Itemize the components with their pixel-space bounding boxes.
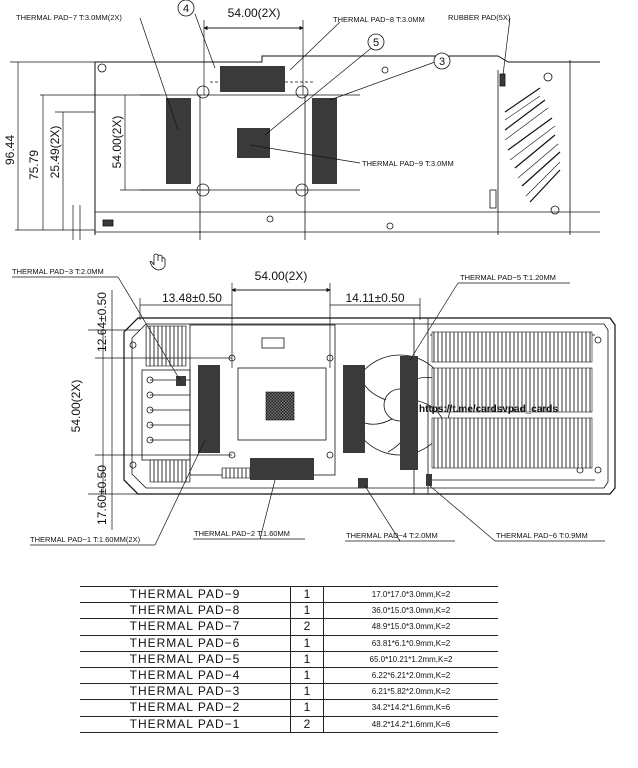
- pad-name-cell: THERMAL PAD−3: [80, 683, 291, 701]
- dim-side-height: 54.00(2X): [69, 380, 83, 433]
- dim-right-offset: 14.11±0.50: [345, 291, 404, 305]
- label-pad5: THERMAL PAD−5 T:1.20MM: [460, 273, 556, 282]
- pad5: [400, 356, 418, 470]
- pad-name-cell: THERMAL PAD−1: [80, 716, 291, 733]
- pad3: [176, 376, 186, 386]
- spec-cell: 48.9*15.0*3.0mm,K=2: [323, 618, 498, 636]
- spec-cell: 34.2*14.2*1.6mm,K=6: [323, 699, 498, 717]
- pad1-right: [343, 365, 365, 453]
- pad-name-cell: THERMAL PAD−4: [80, 667, 291, 685]
- label-pad4: THERMAL PAD−4 T:2.0MM: [346, 531, 438, 540]
- callout-3: 3: [439, 56, 445, 68]
- gpu-die: [265, 391, 295, 421]
- dim-top-gap: 12.64±0.50: [95, 292, 109, 352]
- bottom-fins-top: [431, 331, 593, 363]
- label-pad2: THERMAL PAD−2 T:1.60MM: [194, 529, 290, 538]
- quantity-cell: 1: [290, 683, 324, 701]
- dim-top-width: 54.00(2X): [228, 6, 281, 20]
- top-view-pads: [166, 66, 337, 184]
- pad-name-cell: THERMAL PAD−9: [80, 585, 291, 604]
- label-pad3: THERMAL PAD−3 T:2.0MM: [12, 267, 104, 276]
- pad8: [220, 66, 285, 92]
- pad6: [426, 474, 432, 486]
- watermark: https://t.me/cardsvpad_cards: [419, 404, 558, 415]
- label-pad1: THERMAL PAD−1 T:1.60MM(2X): [30, 535, 141, 544]
- quantity-cell: 1: [290, 667, 324, 685]
- pad4: [358, 478, 368, 488]
- quantity-cell: 1: [290, 635, 324, 652]
- top-view-dimensions: [10, 20, 304, 240]
- dim-75: 75.79: [27, 150, 41, 180]
- pad1-left: [198, 365, 220, 453]
- callout-5: 5: [373, 37, 379, 49]
- spec-cell: 6.22*6.21*2.0mm,K=2: [323, 667, 498, 685]
- label-pad6: THERMAL PAD−6 T:0.9MM: [496, 531, 588, 540]
- bottom-fins-low: [431, 417, 593, 469]
- spec-cell: 48.2*14.2*1.6mm,K=6: [323, 716, 498, 733]
- spec-cell: 65.0*10.21*1.2mm,K=2: [323, 651, 498, 668]
- spec-cell: 17.0*17.0*3.0mm,K=2: [323, 585, 498, 604]
- pad7-left: [166, 98, 191, 184]
- dim-bottom-gap: 17.60±0.50: [95, 465, 109, 525]
- bottom-fins-mid: [431, 367, 593, 413]
- quantity-cell: 1: [290, 651, 324, 668]
- pad-name-cell: THERMAL PAD−8: [80, 602, 291, 620]
- pad-name-cell: THERMAL PAD−5: [80, 651, 291, 668]
- pad9: [237, 128, 270, 158]
- callouts: [177, 0, 451, 70]
- label-pad8: THERMAL PAD−8 T:3.0MM: [333, 15, 425, 24]
- quantity-cell: 2: [290, 716, 324, 733]
- hand-cursor-icon: [149, 253, 166, 271]
- callout-4: 4: [183, 3, 189, 15]
- bottom-view-pads: [176, 356, 432, 488]
- dim-bottom-width: 54.00(2X): [255, 269, 308, 283]
- bottom-view-dimensions: [88, 283, 421, 530]
- pad-name-cell: THERMAL PAD−7: [80, 618, 291, 636]
- quantity-cell: 1: [290, 699, 324, 717]
- pad2: [250, 458, 314, 480]
- top-view-leaders: [139, 13, 511, 164]
- pad-name-cell: THERMAL PAD−2: [80, 699, 291, 717]
- label-rubber: RUBBER PAD(5X): [448, 13, 511, 22]
- bottom-fins-left: [145, 325, 187, 367]
- dim-96: 96.44: [3, 135, 17, 165]
- pad-name-cell: THERMAL PAD−6: [80, 635, 291, 652]
- quantity-cell: 1: [290, 585, 324, 604]
- dim-25: 25.49(2X): [48, 126, 62, 179]
- spec-cell: 36.0*15.0*3.0mm,K=2: [323, 602, 498, 620]
- bottom-fins-leftbot: [149, 459, 191, 483]
- pad7-right: [312, 98, 337, 184]
- dim-left-offset: 13.48±0.50: [162, 291, 222, 305]
- spec-cell: 6.21*5.82*2.0mm,K=2: [323, 683, 498, 701]
- dim-inner-height: 54.00(2X): [110, 116, 124, 169]
- label-pad7: THERMAL PAD−7 T:3.0MM(2X): [16, 13, 122, 22]
- quantity-cell: 2: [290, 618, 324, 636]
- bottom-view-leaders: [12, 276, 605, 546]
- label-pad9: THERMAL PAD−9 T:3.0MM: [362, 159, 454, 168]
- spec-cell: 63.81*6.1*0.9mm,K=2: [323, 635, 498, 652]
- quantity-cell: 1: [290, 602, 324, 620]
